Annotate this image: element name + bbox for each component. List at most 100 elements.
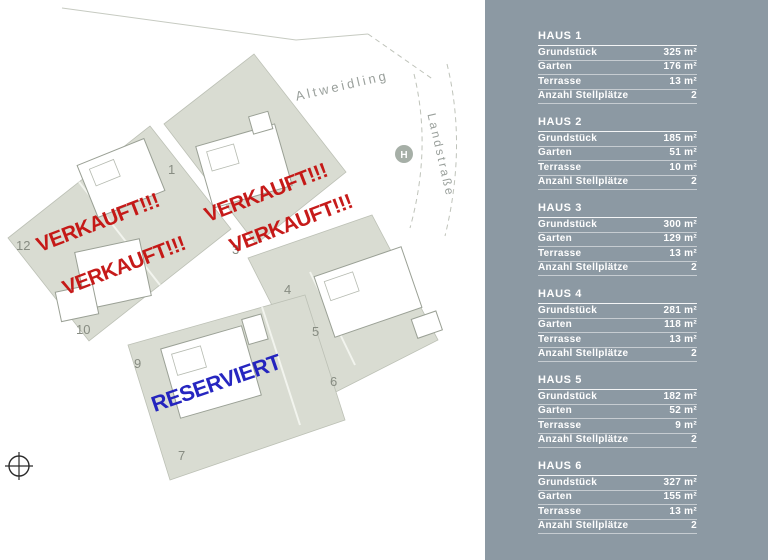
spec-label: Grundstück: [538, 476, 598, 488]
spec-value: 2: [691, 90, 697, 101]
spec-value: 2: [691, 262, 697, 273]
spec-row: Grundstück 327 m²: [538, 476, 697, 491]
spec-row: Grundstück 281 m²: [538, 304, 697, 319]
spec-value: 327 m²: [663, 476, 697, 488]
house-title: HAUS 4: [538, 288, 697, 304]
spec-row: Garten 118 m²: [538, 319, 697, 333]
spec-label: Grundstück: [538, 218, 598, 230]
spec-value: 2: [691, 434, 697, 445]
house-footprint: [76, 137, 166, 219]
house-section-6: HAUS 6 Grundstück 327 m² Garten 155 m² T…: [538, 460, 697, 534]
spec-label: Anzahl Stellplätze: [538, 90, 629, 101]
plot-number: 1: [168, 162, 175, 177]
spec-label: Terrasse: [538, 333, 582, 345]
boundary-line: [61, 7, 369, 41]
house-title: HAUS 2: [538, 116, 697, 132]
spec-row: Anzahl Stellplätze 2: [538, 434, 697, 448]
house-footprint: [54, 283, 100, 323]
spec-value: 300 m²: [663, 218, 697, 230]
north-compass-icon: [5, 452, 33, 480]
boundary-line-dashed: [367, 33, 435, 81]
plot-number: 12: [16, 238, 30, 253]
spec-label: Terrasse: [538, 505, 582, 517]
street-edge-line: [444, 63, 457, 237]
spec-label: Garten: [538, 147, 573, 158]
spec-label: Anzahl Stellplätze: [538, 520, 629, 531]
spec-value: 176 m²: [663, 61, 697, 72]
spec-row: Grundstück 300 m²: [538, 218, 697, 233]
spec-row: Garten 51 m²: [538, 147, 697, 161]
plot-number: 5: [312, 324, 319, 339]
spec-row: Terrasse 13 m²: [538, 75, 697, 90]
spec-row: Grundstück 182 m²: [538, 390, 697, 405]
spec-value: 13 m²: [669, 505, 697, 517]
spec-label: Garten: [538, 61, 573, 72]
spec-value: 185 m²: [663, 132, 697, 144]
spec-label: Garten: [538, 405, 573, 416]
plot-number: 4: [284, 282, 291, 297]
spec-value: 129 m²: [663, 233, 697, 244]
plot-number: 3: [232, 242, 239, 257]
spec-row: Anzahl Stellplätze 2: [538, 176, 697, 190]
spec-value: 2: [691, 348, 697, 359]
spec-row: Grundstück 325 m²: [538, 46, 697, 61]
spec-row: Terrasse 13 m²: [538, 247, 697, 262]
spec-label: Anzahl Stellplätze: [538, 262, 629, 273]
spec-label: Terrasse: [538, 75, 582, 87]
spec-value: 10 m²: [669, 161, 697, 173]
spec-row: Terrasse 10 m²: [538, 161, 697, 176]
spec-label: Terrasse: [538, 247, 582, 259]
house-title: HAUS 1: [538, 30, 697, 46]
spec-row: Terrasse 9 m²: [538, 419, 697, 434]
spec-label: Terrasse: [538, 419, 582, 431]
street-label-altweidling: Altweidling: [294, 68, 390, 104]
spec-label: Anzahl Stellplätze: [538, 434, 629, 445]
spec-label: Garten: [538, 491, 573, 502]
spec-label: Grundstück: [538, 132, 598, 144]
spec-label: Anzahl Stellplätze: [538, 348, 629, 359]
spec-row: Anzahl Stellplätze 2: [538, 90, 697, 104]
spec-label: Grundstück: [538, 46, 598, 58]
spec-row: Anzahl Stellplätze 2: [538, 520, 697, 534]
house-section-5: HAUS 5 Grundstück 182 m² Garten 52 m² Te…: [538, 374, 697, 448]
house-section-2: HAUS 2 Grundstück 185 m² Garten 51 m² Te…: [538, 116, 697, 190]
sidebar: HAUS 1 Grundstück 325 m² Garten 176 m² T…: [485, 0, 768, 560]
house-section-4: HAUS 4 Grundstück 281 m² Garten 118 m² T…: [538, 288, 697, 362]
spec-value: 9 m²: [675, 419, 697, 431]
spec-value: 52 m²: [669, 405, 697, 416]
spec-value: 182 m²: [663, 390, 697, 402]
spec-row: Garten 52 m²: [538, 405, 697, 419]
spec-label: Terrasse: [538, 161, 582, 173]
spec-value: 155 m²: [663, 491, 697, 502]
spec-row: Terrasse 13 m²: [538, 505, 697, 520]
site-plan-drawing: 1 12 3 10 9 4 5 6 7 Altweidling Landstra…: [5, 7, 457, 481]
plot-number: 7: [178, 448, 185, 463]
spec-label: Grundstück: [538, 304, 598, 316]
site-plan: 1 12 3 10 9 4 5 6 7 Altweidling Landstra…: [5, 7, 458, 481]
spec-value: 13 m²: [669, 333, 697, 345]
spec-row: Terrasse 13 m²: [538, 333, 697, 348]
spec-value: 2: [691, 520, 697, 531]
bus-stop-label: H: [400, 150, 407, 161]
parcel-divider: [261, 306, 301, 426]
spec-row: Anzahl Stellplätze 2: [538, 262, 697, 276]
house-footprint: [313, 246, 444, 339]
spec-row: Grundstück 185 m²: [538, 132, 697, 147]
spec-value: 118 m²: [664, 319, 697, 330]
spec-label: Garten: [538, 319, 573, 330]
house-title: HAUS 3: [538, 202, 697, 218]
spec-row: Anzahl Stellplätze 2: [538, 348, 697, 362]
house-title: HAUS 6: [538, 460, 697, 476]
spec-value: 325 m²: [663, 46, 697, 58]
spec-value: 51 m²: [669, 147, 697, 158]
street-edge-line: [409, 73, 423, 229]
house-footprint: [160, 313, 269, 419]
spec-value: 13 m²: [669, 247, 697, 259]
bus-stop-marker: H: [395, 145, 413, 163]
spec-label: Garten: [538, 233, 573, 244]
plot-number: 6: [330, 374, 337, 389]
house-section-1: HAUS 1 Grundstück 325 m² Garten 176 m² T…: [538, 30, 697, 104]
spec-row: Garten 155 m²: [538, 491, 697, 505]
house-section-3: HAUS 3 Grundstück 300 m² Garten 129 m² T…: [538, 202, 697, 276]
spec-label: Anzahl Stellplätze: [538, 176, 629, 187]
